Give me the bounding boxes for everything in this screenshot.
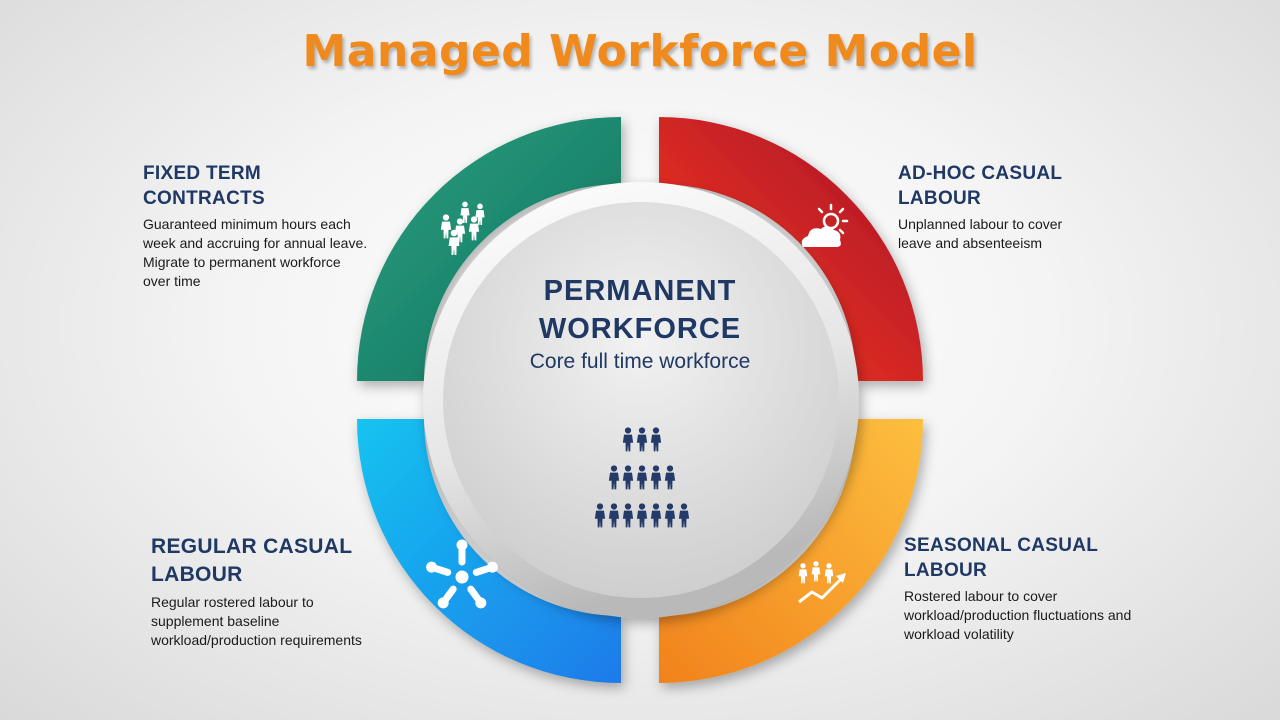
fixed-term-desc-line1: Guaranteed minimum hours each	[143, 216, 351, 232]
center-title-line1: PERMANENT	[543, 275, 737, 307]
seasonal-casual-heading-line1: SEASONAL CASUAL	[904, 535, 1099, 556]
hands-together-icon	[426, 539, 498, 609]
fixed-term-desc-line4: over time	[143, 273, 201, 289]
ad-hoc-heading: AD-HOC CASUAL LABOUR	[898, 161, 1158, 211]
people-growth-icon	[798, 561, 846, 604]
regular-casual-desc-line2: supplement baseline	[151, 613, 280, 629]
fixed-term-desc-line2: week and accruing for annual leave.	[143, 235, 368, 251]
center-subtitle: Core full time workforce	[529, 350, 751, 373]
seasonal-casual-description: Rostered labour to cover workload/produc…	[904, 587, 1204, 644]
regular-casual-desc-line3: workload/production requirements	[151, 632, 362, 648]
regular-casual-label: REGULAR CASUAL LABOUR Regular rostered l…	[151, 533, 441, 650]
ad-hoc-desc-line2: leave and absenteeism	[898, 235, 1042, 251]
fixed-term-heading-line2: CONTRACTS	[143, 188, 265, 209]
center-title-line2: WORKFORCE	[538, 313, 742, 345]
fixed-term-desc-line3: Migrate to permanent workforce	[143, 254, 341, 270]
ad-hoc-heading-line2: LABOUR	[898, 188, 982, 209]
fixed-term-heading-line1: FIXED TERM	[143, 163, 262, 184]
center-title: PERMANENT WORKFORCE	[440, 272, 840, 348]
seasonal-casual-desc-line3: workload volatility	[904, 626, 1014, 642]
center-label: PERMANENT WORKFORCE Core full time workf…	[440, 272, 840, 374]
seasonal-casual-desc-line2: workload/production fluctuations and	[904, 607, 1132, 623]
regular-casual-heading-line1: REGULAR CASUAL	[151, 535, 353, 558]
regular-casual-heading-line2: LABOUR	[151, 563, 243, 586]
segment-seasonal-casual-labour	[659, 419, 923, 683]
segment-regular-casual-labour	[357, 419, 621, 683]
seasonal-casual-heading-line2: LABOUR	[904, 560, 988, 581]
ad-hoc-label: AD-HOC CASUAL LABOUR Unplanned labour to…	[898, 161, 1158, 253]
ad-hoc-desc-line1: Unplanned labour to cover	[898, 216, 1063, 232]
page-title: Managed Workforce Model	[302, 26, 978, 77]
fixed-term-label: FIXED TERM CONTRACTS Guaranteed minimum …	[143, 161, 403, 291]
center-disc	[443, 202, 839, 598]
regular-casual-desc-line1: Regular rostered labour to	[151, 594, 314, 610]
fixed-term-heading: FIXED TERM CONTRACTS	[143, 161, 403, 211]
fixed-term-description: Guaranteed minimum hours each week and a…	[143, 215, 403, 291]
seasonal-casual-heading: SEASONAL CASUAL LABOUR	[904, 533, 1204, 583]
regular-casual-heading: REGULAR CASUAL LABOUR	[151, 533, 441, 589]
ad-hoc-description: Unplanned labour to cover leave and abse…	[898, 215, 1158, 253]
segment-fixed-term-contracts	[357, 117, 621, 381]
ad-hoc-heading-line1: AD-HOC CASUAL	[898, 163, 1063, 184]
sun-cloud-icon	[801, 203, 849, 247]
segment-ad-hoc-casual-labour	[659, 117, 923, 381]
regular-casual-description: Regular rostered labour to supplement ba…	[151, 593, 441, 650]
seasonal-casual-desc-line1: Rostered labour to cover	[904, 588, 1058, 604]
seasonal-casual-label: SEASONAL CASUAL LABOUR Rostered labour t…	[904, 533, 1204, 644]
